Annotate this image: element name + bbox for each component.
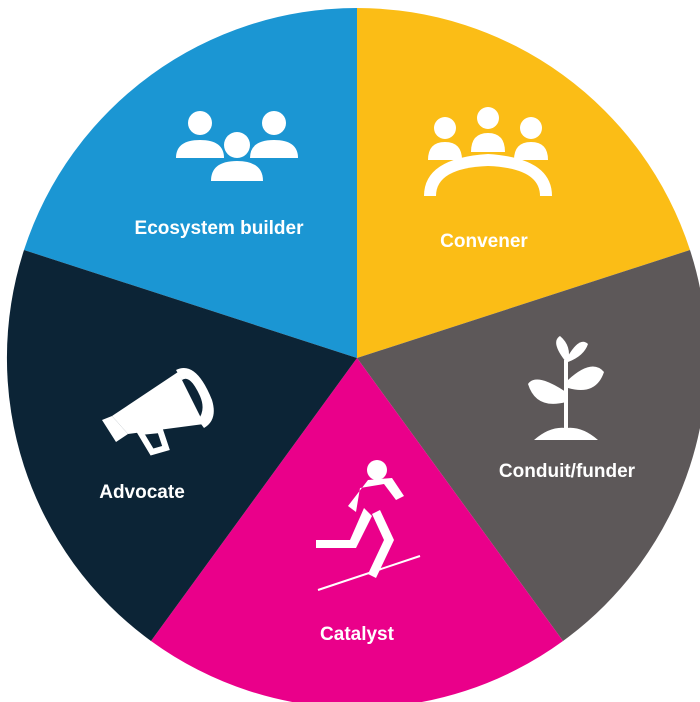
running-person-icon <box>316 460 421 591</box>
label-convener: Convener <box>440 231 528 252</box>
label-advocate: Advocate <box>99 482 185 503</box>
label-catalyst: Catalyst <box>320 624 395 645</box>
segment-conduit-funder <box>357 250 700 641</box>
label-ecosystem-builder: Ecosystem builder <box>135 218 305 239</box>
people-group-icon <box>176 111 298 181</box>
label-conduit-funder: Conduit/funder <box>499 461 636 482</box>
megaphone-icon <box>102 368 214 456</box>
segment-ecosystem-builder <box>24 7 357 358</box>
segment-advocate <box>6 250 358 641</box>
sprouting-plant-icon <box>528 336 604 440</box>
meeting-table-icon <box>424 107 552 196</box>
